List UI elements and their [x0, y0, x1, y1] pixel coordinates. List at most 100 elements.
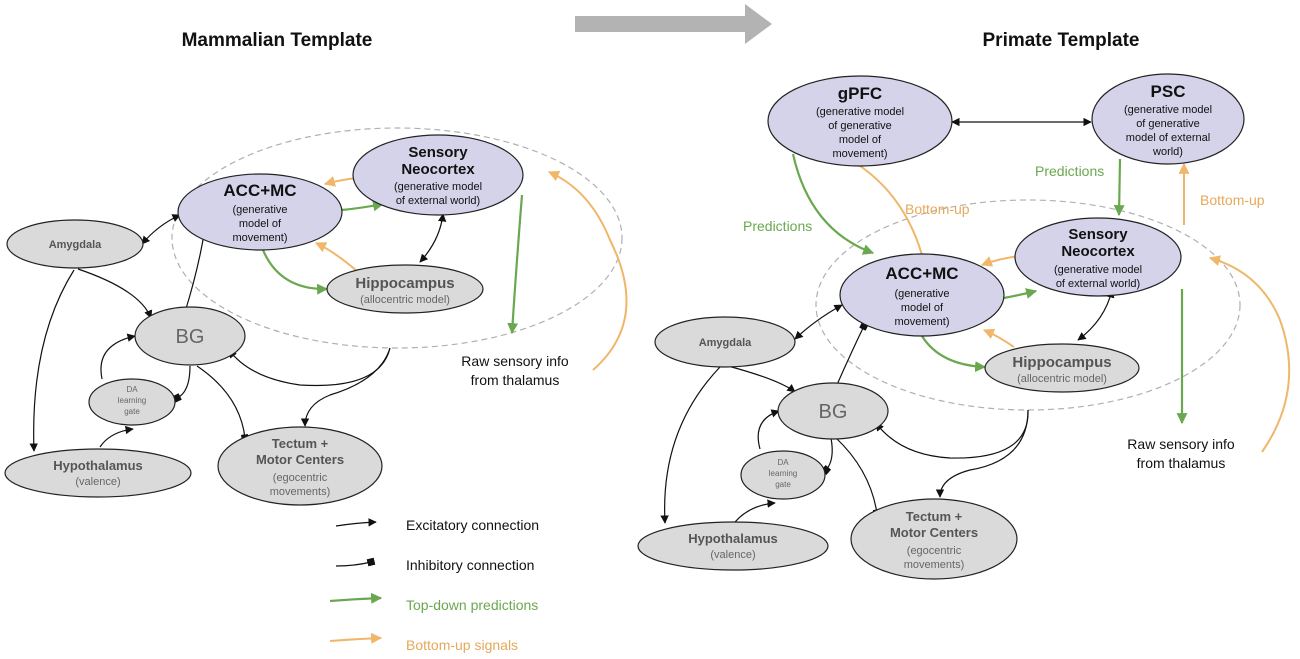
psc-to-sensory-prediction [1113, 158, 1125, 217]
raw-to-sensory-bottomup [1208, 255, 1291, 453]
svg-text:(valence): (valence) [75, 476, 120, 488]
svg-text:gate: gate [124, 407, 140, 416]
svg-text:learning: learning [118, 396, 146, 405]
svg-text:BG: BG [819, 401, 848, 423]
svg-text:model of: model of [901, 302, 944, 314]
amygdala-acc-link [794, 304, 843, 340]
svg-text:from thalamus: from thalamus [471, 372, 560, 388]
svg-text:movement): movement) [894, 316, 949, 328]
tectum-node: Tectum + Motor Centers (egocentric movem… [217, 426, 383, 506]
svg-text:DA: DA [777, 458, 789, 467]
mammalian-template: ACC+MC (generative model of movement) Se… [4, 127, 628, 506]
legend-topdown-label: Top-down predictions [406, 597, 538, 613]
legend: Excitatory connection Inhibitory connect… [329, 517, 539, 653]
sensory-hippocampus-link [419, 213, 447, 263]
svg-text:(generative model: (generative model [816, 106, 904, 118]
svg-text:of external world): of external world) [1056, 278, 1140, 290]
da-to-bg [757, 409, 780, 450]
svg-text:Neocortex: Neocortex [401, 161, 475, 178]
svg-text:world): world) [1152, 146, 1183, 158]
svg-text:(generative model: (generative model [1124, 104, 1212, 116]
hypothalamus-node: Hypothalamus (valence) [4, 448, 192, 498]
acc-to-sensory-prediction [1003, 288, 1038, 300]
svg-text:Raw sensory info: Raw sensory info [461, 353, 569, 369]
svg-text:Neocortex: Neocortex [1061, 243, 1135, 260]
svg-text:Hippocampus: Hippocampus [355, 275, 454, 292]
legend-excitatory-label: Excitatory connection [406, 517, 539, 533]
svg-text:model of external: model of external [1126, 132, 1210, 144]
da-to-bg [100, 333, 136, 380]
raw-sensory-label: Raw sensory info from thalamus [1127, 436, 1235, 471]
bg-inhibits-tectum [835, 437, 882, 518]
legend-bottomup-line [329, 632, 383, 644]
svg-text:learning: learning [769, 469, 797, 478]
bg-node: BG [777, 382, 889, 440]
legend-topdown-line [329, 592, 383, 604]
svg-text:ACC+MC: ACC+MC [885, 264, 958, 283]
acc-mc-node: ACC+MC (generative model of movement) [839, 253, 1005, 337]
sensory-hippocampus-link [1077, 289, 1115, 341]
amygdala-to-hypothalamus [29, 269, 75, 452]
hippocampus-node: Hippocampus (allocentric model) [984, 343, 1140, 393]
bg-inhibits-da [172, 365, 191, 403]
svg-text:of generative: of generative [1136, 118, 1200, 130]
sensory-raw-prediction [507, 194, 524, 335]
bottomup-label-left: Bottom-up [905, 201, 970, 217]
gpfc-node: gPFC (generative model of generative mod… [767, 75, 953, 167]
svg-text:from thalamus: from thalamus [1137, 455, 1226, 471]
svg-text:Raw sensory info: Raw sensory info [1127, 436, 1235, 452]
psc-node: PSC (generative model of generative mode… [1091, 73, 1245, 165]
left-title: Mammalian Template [182, 30, 373, 51]
svg-text:gate: gate [775, 480, 791, 489]
acc-to-hippocampus-prediction [921, 335, 987, 373]
tectum-node: Tectum + Motor Centers (egocentric movem… [850, 498, 1018, 580]
acc-mc-node: ACC+MC (generative model of movement) [177, 173, 343, 251]
bg-inhibits-da [820, 437, 833, 476]
svg-text:Motor Centers: Motor Centers [256, 452, 344, 467]
svg-text:(generative model: (generative model [1054, 264, 1142, 276]
cortex-to-tectum [300, 347, 391, 427]
amygdala-to-bg [77, 268, 153, 319]
sensory-to-acc-bottomup [323, 176, 357, 187]
primate-template: gPFC (generative model of generative mod… [637, 73, 1291, 580]
svg-text:Tectum +: Tectum + [272, 436, 329, 451]
svg-text:of generative: of generative [828, 120, 892, 132]
svg-text:Sensory: Sensory [408, 144, 468, 161]
amygdala-to-bg [727, 365, 796, 393]
sensory-neocortex-node: Sensory Neocortex (generative model of e… [352, 134, 524, 216]
hippocampus-node: Hippocampus (allocentric model) [326, 264, 484, 314]
svg-text:(allocentric model): (allocentric model) [1017, 373, 1107, 385]
bg-inhibits-acc [184, 229, 209, 313]
raw-sensory-label: Raw sensory info from thalamus [461, 353, 569, 388]
svg-text:(generative: (generative [232, 204, 287, 216]
svg-text:Hippocampus: Hippocampus [1012, 354, 1111, 371]
legend-bottomup-label: Bottom-up signals [406, 637, 518, 653]
svg-text:PSC: PSC [1151, 82, 1186, 101]
bg-inhibits-acc [835, 321, 869, 388]
hypothalamus-to-da [99, 425, 134, 448]
amygdala-node: Amygdala [6, 219, 144, 269]
svg-text:Amygdala: Amygdala [49, 239, 102, 251]
svg-text:movement): movement) [232, 232, 287, 244]
legend-inhibitory-label: Inhibitory connection [406, 557, 534, 573]
predictions-label-right: Predictions [1035, 163, 1104, 179]
amygdala-acc-link [141, 214, 181, 245]
svg-text:Sensory: Sensory [1068, 226, 1128, 243]
svg-text:model of: model of [839, 134, 882, 146]
cortex-to-bg [228, 347, 391, 387]
gpfc-to-acc-prediction [791, 153, 875, 255]
hippocampus-to-acc-bottomup [315, 242, 359, 273]
svg-text:ACC+MC: ACC+MC [223, 181, 296, 200]
raw-to-sensory-bottomup [547, 170, 628, 371]
svg-text:of external world): of external world) [396, 195, 480, 207]
svg-text:movements): movements) [270, 486, 331, 498]
legend-excitatory-line [335, 518, 377, 527]
svg-text:gPFC: gPFC [838, 84, 882, 103]
legend-inhibitory-line [335, 557, 376, 567]
sensory-to-acc-bottomup [980, 255, 1021, 267]
da-gate-node: DA learning gate [88, 378, 176, 426]
cortex-to-bg [875, 409, 1029, 459]
svg-text:Tectum +: Tectum + [906, 509, 963, 524]
bottomup-label-right: Bottom-up [1200, 192, 1265, 208]
